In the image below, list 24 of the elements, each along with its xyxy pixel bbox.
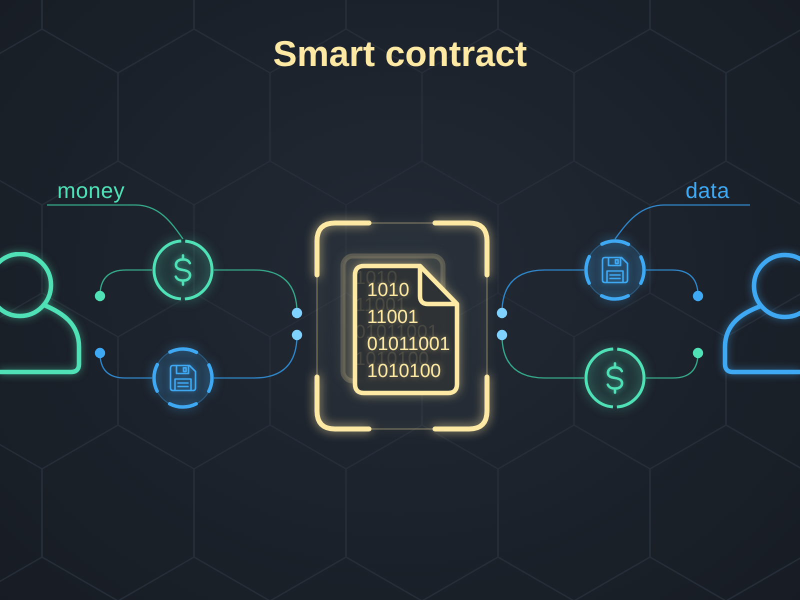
corner-bracket-frame bbox=[314, 220, 490, 432]
connector-line bbox=[94, 269, 152, 302]
leader-line bbox=[614, 204, 750, 240]
person-icon bbox=[0, 252, 84, 376]
circle-badge bbox=[584, 239, 646, 301]
connector-line bbox=[94, 348, 152, 379]
binary-code: 1010 bbox=[367, 279, 410, 303]
connector-line bbox=[214, 330, 302, 379]
title: Smart contract bbox=[272, 33, 528, 74]
connector-line bbox=[214, 269, 302, 318]
callout-label: data bbox=[665, 179, 750, 205]
connector-line bbox=[496, 269, 584, 318]
binary-code: 01011001 bbox=[367, 333, 450, 357]
binary-code: 11001 bbox=[367, 306, 418, 330]
leader-line bbox=[47, 204, 184, 240]
callout-label: money bbox=[47, 179, 135, 205]
connector-line bbox=[646, 348, 704, 379]
circle-badge bbox=[152, 239, 214, 301]
circle-badge bbox=[584, 347, 646, 409]
binary-code: 1010100 bbox=[367, 360, 441, 384]
person-icon bbox=[720, 252, 800, 376]
connector-line bbox=[496, 330, 584, 379]
circle-badge bbox=[152, 347, 214, 409]
connector-line bbox=[646, 269, 704, 302]
